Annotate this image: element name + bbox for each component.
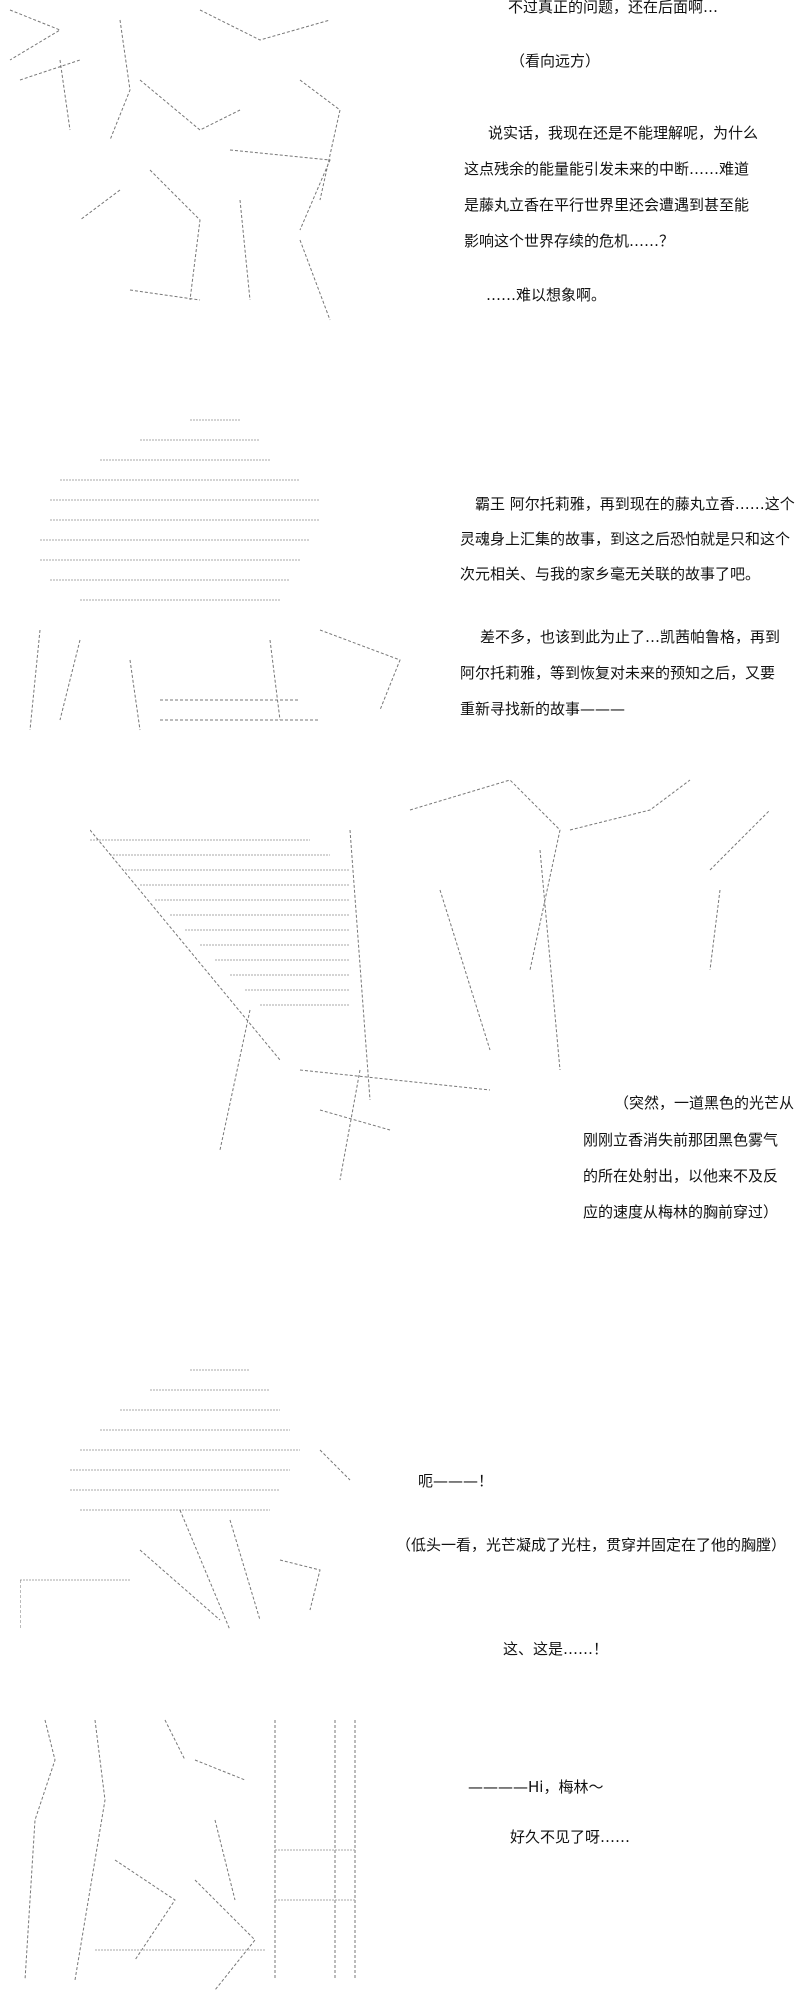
panel1-text-line: （看向远方）	[510, 52, 601, 70]
panel1-text-line: 这点残余的能量能引发未来的中断……难道	[464, 160, 750, 178]
panel1-text-line: 说实话，我现在还是不能理解呢，为什么	[488, 124, 759, 142]
panel1-text-line: ……难以想象啊。	[486, 286, 607, 304]
panel2-text-line: 霸王 阿尔托莉雅，再到现在的藤丸立香……这个	[475, 495, 795, 513]
panel2-text-line: 差不多，也该到此为止了…凯茜帕鲁格，再到	[480, 628, 781, 646]
panel4-text-line: 这、这是……！	[503, 1640, 609, 1658]
ascii-art-merlin-1	[0, 0, 380, 340]
panel3-text-line: 刚刚立香消失前那团黑色雾气	[583, 1131, 779, 1149]
panel2-text-line: 灵魂身上汇集的故事，到这之后恐怕就是只和这个	[460, 530, 791, 548]
ascii-art-merlin-2	[20, 400, 420, 740]
ascii-art-black-light	[89, 770, 790, 1230]
ascii-art-merlin-pierced	[19, 1360, 400, 1660]
panel4-text-line: （低头一看，光芒凝成了光柱，贯穿并固定在了他的胸膛）	[396, 1536, 787, 1554]
panel1-text-line: 不过真正的问题，还在后面啊…	[508, 0, 719, 16]
ascii-art-figure	[15, 1700, 375, 2000]
panel2-text-line: 次元相关、与我的家乡毫无关联的故事了吧。	[460, 565, 761, 583]
panel2-text-line: 阿尔托莉雅，等到恢复对未来的预知之后，又要	[460, 664, 776, 682]
panel3-text-line: 的所在处射出，以他来不及反	[583, 1167, 779, 1185]
panel2-text-line: 重新寻找新的故事———	[460, 700, 626, 718]
panel5-text-line: 好久不见了呀……	[510, 1828, 631, 1846]
panel3-text-line: 应的速度从梅林的胸前穿过）	[583, 1203, 779, 1221]
panel1-text-line: 是藤丸立香在平行世界里还会遭遇到甚至能	[464, 196, 750, 214]
panel1-text-line: 影响这个世界存续的危机……？	[464, 232, 675, 250]
panel4-text-line: 呃———！	[418, 1472, 494, 1490]
panel5-text-line: ————Hi，梅林～	[468, 1778, 604, 1796]
panel3-text-line: （突然，一道黑色的光芒从	[614, 1094, 795, 1112]
